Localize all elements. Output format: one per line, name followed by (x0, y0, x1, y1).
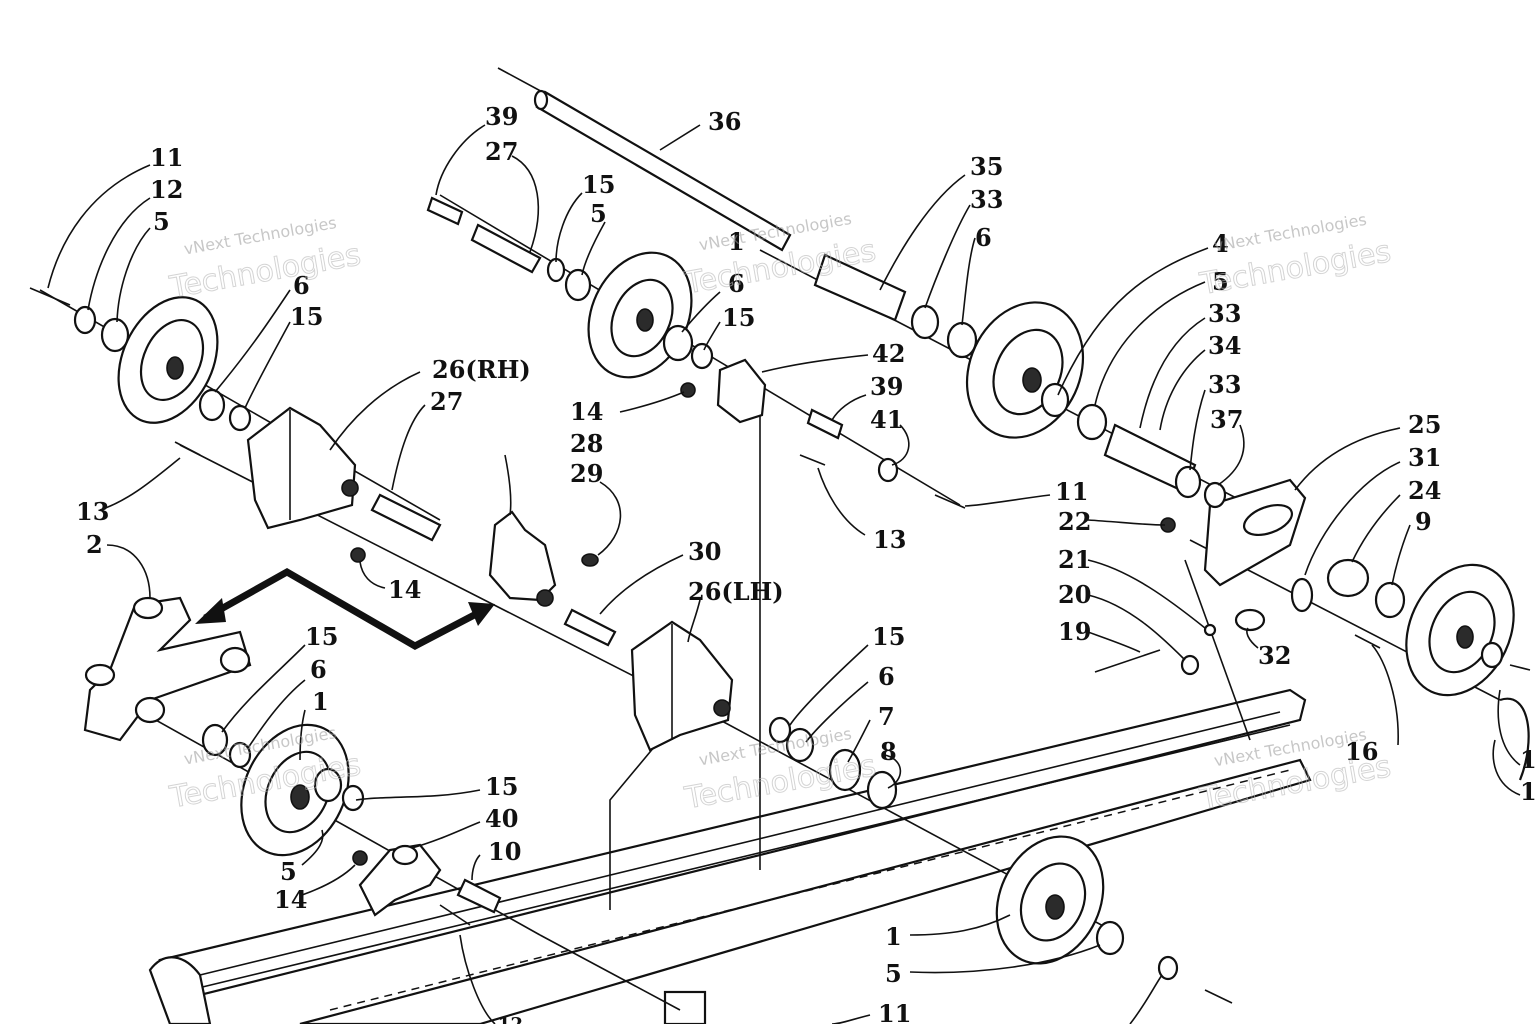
callout-11-bottom: 11 (878, 999, 911, 1024)
callout-16: 16 (1345, 737, 1378, 766)
callout-9: 9 (1415, 507, 1432, 536)
idler-wheel-right-spoked (1405, 563, 1530, 781)
callout-41: 41 (870, 405, 903, 434)
idler-wheel-top-center (587, 251, 693, 379)
callout-6-right: 6 (975, 223, 992, 252)
callout-20: 20 (1058, 580, 1091, 609)
callout-11-top-left: 11 (150, 143, 183, 172)
callout-33-right-a: 33 (1208, 299, 1241, 328)
callout-15-lower-mid: 15 (485, 772, 518, 801)
callout-15-lower-center: 15 (872, 622, 905, 651)
callout-26-lh: 26(LH) (688, 577, 784, 606)
callout-32: 32 (1258, 641, 1291, 670)
callout-30: 30 (688, 537, 721, 566)
idler-wheel-lower-left (240, 723, 350, 857)
callout-15-top-left: 15 (290, 302, 323, 331)
bracket-26-lh (630, 620, 734, 752)
callout-labels: 11 12 5 6 15 13 2 39 27 15 5 1 6 15 36 4… (76, 102, 1536, 1024)
spacers-and-bushings (370, 196, 1370, 914)
callout-27-top: 27 (485, 137, 518, 166)
callout-6-top-center: 6 (728, 269, 745, 298)
callout-5-lower-left: 5 (280, 857, 297, 886)
callout-1-lower-left: 1 (312, 687, 329, 716)
callout-12-top-left: 12 (150, 175, 183, 204)
callout-18: 18 (1520, 745, 1536, 774)
callout-15-top-center-b: 15 (722, 303, 755, 332)
callout-14-mid: 14 (388, 575, 421, 604)
bracket-40 (358, 843, 442, 917)
callout-25: 25 (1408, 410, 1441, 439)
callout-5-top-center: 5 (590, 199, 607, 228)
callout-42: 42 (872, 339, 905, 368)
callout-12-bottom: 12 (498, 1014, 523, 1024)
callout-7: 7 (878, 702, 895, 731)
idler-wheel-top-left (117, 296, 219, 424)
callout-5-bottom: 5 (885, 959, 902, 988)
callout-35: 35 (970, 152, 1003, 181)
bolts (29, 287, 1531, 1004)
shaft-36 (497, 67, 792, 252)
callout-17: 17 (1520, 777, 1536, 806)
callout-10: 10 (488, 837, 521, 866)
callout-13-center: 13 (873, 525, 906, 554)
callout-15-lower-left: 15 (305, 622, 338, 651)
callout-33-right-b: 33 (1208, 370, 1241, 399)
callout-5-right: 5 (1212, 267, 1229, 296)
callout-31: 31 (1408, 443, 1441, 472)
callout-2: 2 (86, 530, 103, 559)
callout-1-bottom: 1 (885, 922, 902, 951)
callout-39-top: 39 (485, 102, 518, 131)
callout-27-center: 27 (430, 387, 463, 416)
idler-wheel-bottom-center (995, 835, 1105, 965)
callout-13-left: 13 (76, 497, 109, 526)
callout-11-center: 11 (1055, 477, 1088, 506)
arm-2 (83, 596, 252, 742)
washers-and-nuts (73, 257, 1504, 981)
callout-37: 37 (1210, 405, 1243, 434)
direction-arrow (195, 567, 495, 650)
callout-6-lower-left: 6 (310, 655, 327, 684)
callout-22: 22 (1058, 507, 1091, 536)
callout-29: 29 (570, 459, 603, 488)
callout-28: 28 (570, 429, 603, 458)
slide-rail (148, 688, 1312, 1024)
bracket-26-rh (246, 406, 359, 530)
callout-14-lower-left: 14 (274, 885, 307, 914)
plate-25 (1203, 478, 1307, 587)
callout-40: 40 (485, 804, 518, 833)
bracket-28 (488, 510, 557, 607)
callout-5-top-left: 5 (153, 207, 170, 236)
mount-42 (716, 358, 767, 424)
callout-4: 4 (1212, 229, 1229, 258)
callout-19: 19 (1058, 617, 1091, 646)
leader-lines (47, 124, 1521, 1024)
callout-8: 8 (880, 737, 897, 766)
callout-6-lower-center: 6 (878, 662, 895, 691)
callout-21: 21 (1058, 545, 1091, 574)
callout-39-center: 39 (870, 372, 903, 401)
callout-6-top-left: 6 (293, 271, 310, 300)
callout-14-center: 14 (570, 397, 603, 426)
callout-36: 36 (708, 107, 741, 136)
callout-33-top: 33 (970, 185, 1003, 214)
callout-34: 34 (1208, 331, 1241, 360)
callout-15-top-center: 15 (582, 170, 615, 199)
callout-26-rh: 26(RH) (432, 355, 531, 384)
callout-1-top-center: 1 (728, 227, 745, 256)
callout-24: 24 (1408, 476, 1441, 505)
